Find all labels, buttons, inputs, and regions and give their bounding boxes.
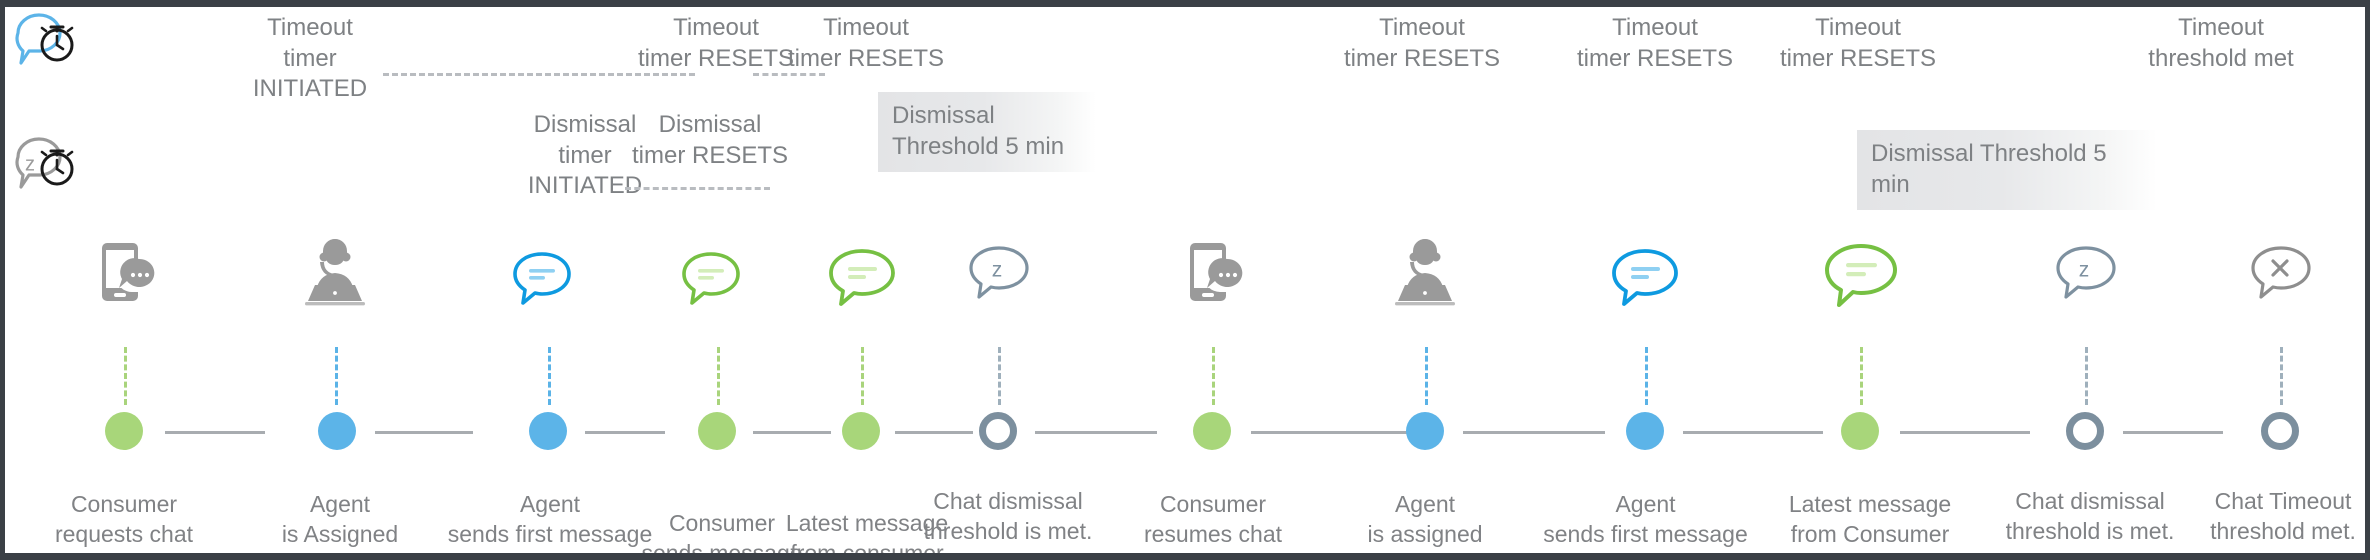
node-5-sleep-bubble-icon: z (967, 244, 1031, 302)
timeout-label-4: Timeout timer RESETS (1576, 14, 1734, 72)
node-7-dot[interactable] (1406, 412, 1444, 450)
node-10-label: Chat dismissal threshold is met. Chat is… (2000, 488, 2180, 553)
timeout-rail-0 (383, 73, 695, 76)
dismissal-timer-legend: z (11, 135, 87, 199)
node-4-dot[interactable] (842, 412, 880, 450)
timeline-segment-6 (1251, 431, 1411, 434)
node-6-connector (1212, 347, 1215, 405)
node-3-dot[interactable] (698, 412, 736, 450)
timeline-segment-9 (1900, 431, 2030, 434)
node-3-chat-bubble-lines-icon (680, 250, 742, 308)
node-10-sleep-bubble-icon: z (2054, 244, 2118, 302)
dismissal-label-0: Dismissal timer INITIATED (527, 111, 643, 200)
timeline-segment-7 (1463, 431, 1605, 434)
node-9-connector (1860, 347, 1863, 405)
node-11-label: Chat Timeout threshold met. Chat ended. (2210, 488, 2356, 553)
timeline-segment-8 (1683, 431, 1823, 434)
node-6-dot[interactable] (1193, 412, 1231, 450)
node-0-connector (124, 347, 127, 405)
svg-text:z: z (992, 259, 1003, 282)
node-11-close-bubble-icon (2249, 244, 2313, 302)
timeout-label-6: Timeout threshold met (2148, 14, 2294, 72)
node-10-dot[interactable] (2066, 412, 2104, 450)
svg-text:z: z (2079, 259, 2090, 282)
node-5-label: Chat dismissal threshold is met. Chat is… (918, 488, 1098, 553)
dismissal-label-1: Dismissal timer RESETS (631, 111, 789, 169)
node-0-label: Consumer requests chat (54, 491, 194, 548)
node-1-label: Agent is Assigned (281, 491, 399, 548)
node-4-connector (861, 347, 864, 405)
timeout-label-0: Timeout timer INITIATED (252, 14, 368, 103)
dismissal-threshold-chip-1: Dismissal Threshold 5 min (1857, 130, 2157, 211)
node-6-label: Consumer resumes chat (1143, 491, 1283, 548)
node-2-connector (548, 347, 551, 405)
node-2-chat-bubble-lines-icon (511, 250, 573, 308)
node-4-chat-bubble-lines-icon (827, 247, 897, 309)
node-2-label: Agent sends first message (447, 491, 653, 548)
node-0-dot[interactable] (105, 412, 143, 450)
node-0-mobile-chat-icon (99, 239, 163, 305)
timeout-label-3: Timeout timer RESETS (1343, 14, 1501, 72)
timeout-label-5: Timeout timer RESETS (1779, 14, 1937, 72)
timeout-label-2: Timeout timer RESETS (787, 14, 945, 72)
diagram-canvas: z Timeout timer INITIATED Timeout timer … (5, 7, 2365, 553)
svg-text:z: z (25, 153, 35, 175)
timeline-segment-3 (753, 431, 831, 434)
timeline-segment-4 (895, 431, 973, 434)
dismissal-threshold-chip-0: Dismissal Threshold 5 min (878, 92, 1096, 173)
dismissal-rail-0 (625, 187, 770, 190)
node-11-dot[interactable] (2261, 412, 2299, 450)
node-3-label: Consumer sends message (641, 510, 803, 560)
node-1-dot[interactable] (318, 412, 356, 450)
node-8-label: Agent sends first message (1543, 491, 1748, 548)
node-5-connector (998, 347, 1001, 405)
node-7-label: Agent is assigned (1367, 491, 1483, 548)
node-10-connector (2085, 347, 2088, 405)
timeline-segment-2 (585, 431, 665, 434)
node-8-connector (1645, 347, 1648, 405)
node-11-connector (2280, 347, 2283, 405)
node-4-label: Latest message from consumer (785, 510, 949, 560)
timeout-rail-1 (753, 73, 825, 76)
node-7-connector (1425, 347, 1428, 405)
node-9-dot[interactable] (1841, 412, 1879, 450)
node-9-chat-bubble-lines-icon (1823, 242, 1899, 310)
node-8-dot[interactable] (1626, 412, 1664, 450)
timeline-segment-0 (165, 431, 265, 434)
node-3-connector (717, 347, 720, 405)
timeline-segment-5 (1035, 431, 1157, 434)
node-1-agent-headset-laptop-icon (297, 235, 373, 307)
node-8-chat-bubble-lines-icon (1610, 247, 1680, 309)
node-1-connector (335, 347, 338, 405)
node-9-label: Latest message from Consumer (1788, 491, 1952, 548)
node-6-mobile-chat-icon (1187, 239, 1251, 305)
timeout-timer-legend (11, 11, 87, 75)
timeline-segment-10 (2123, 431, 2223, 434)
node-2-dot[interactable] (529, 412, 567, 450)
node-7-agent-headset-laptop-icon (1387, 235, 1463, 307)
timeline-segment-1 (375, 431, 473, 434)
node-5-dot[interactable] (979, 412, 1017, 450)
timeout-label-1: Timeout timer RESETS (637, 14, 795, 72)
